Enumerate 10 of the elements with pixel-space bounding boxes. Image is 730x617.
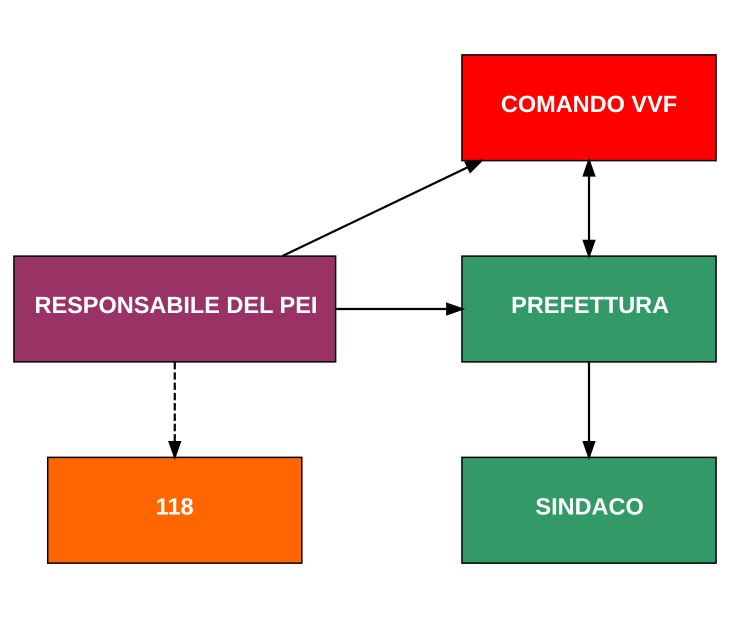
arrow [582, 156, 596, 258]
node-box: PREFETTURA [461, 254, 717, 362]
node-box: RESPONSABILE DEL PEI [13, 254, 336, 362]
node-box: 118 [46, 456, 303, 564]
node-box: COMANDO VVF [461, 54, 717, 161]
arrow [582, 362, 596, 460]
node-box: SINDACO [461, 456, 717, 564]
arrow [168, 362, 182, 460]
arrow [282, 158, 484, 256]
arrow [336, 302, 466, 316]
